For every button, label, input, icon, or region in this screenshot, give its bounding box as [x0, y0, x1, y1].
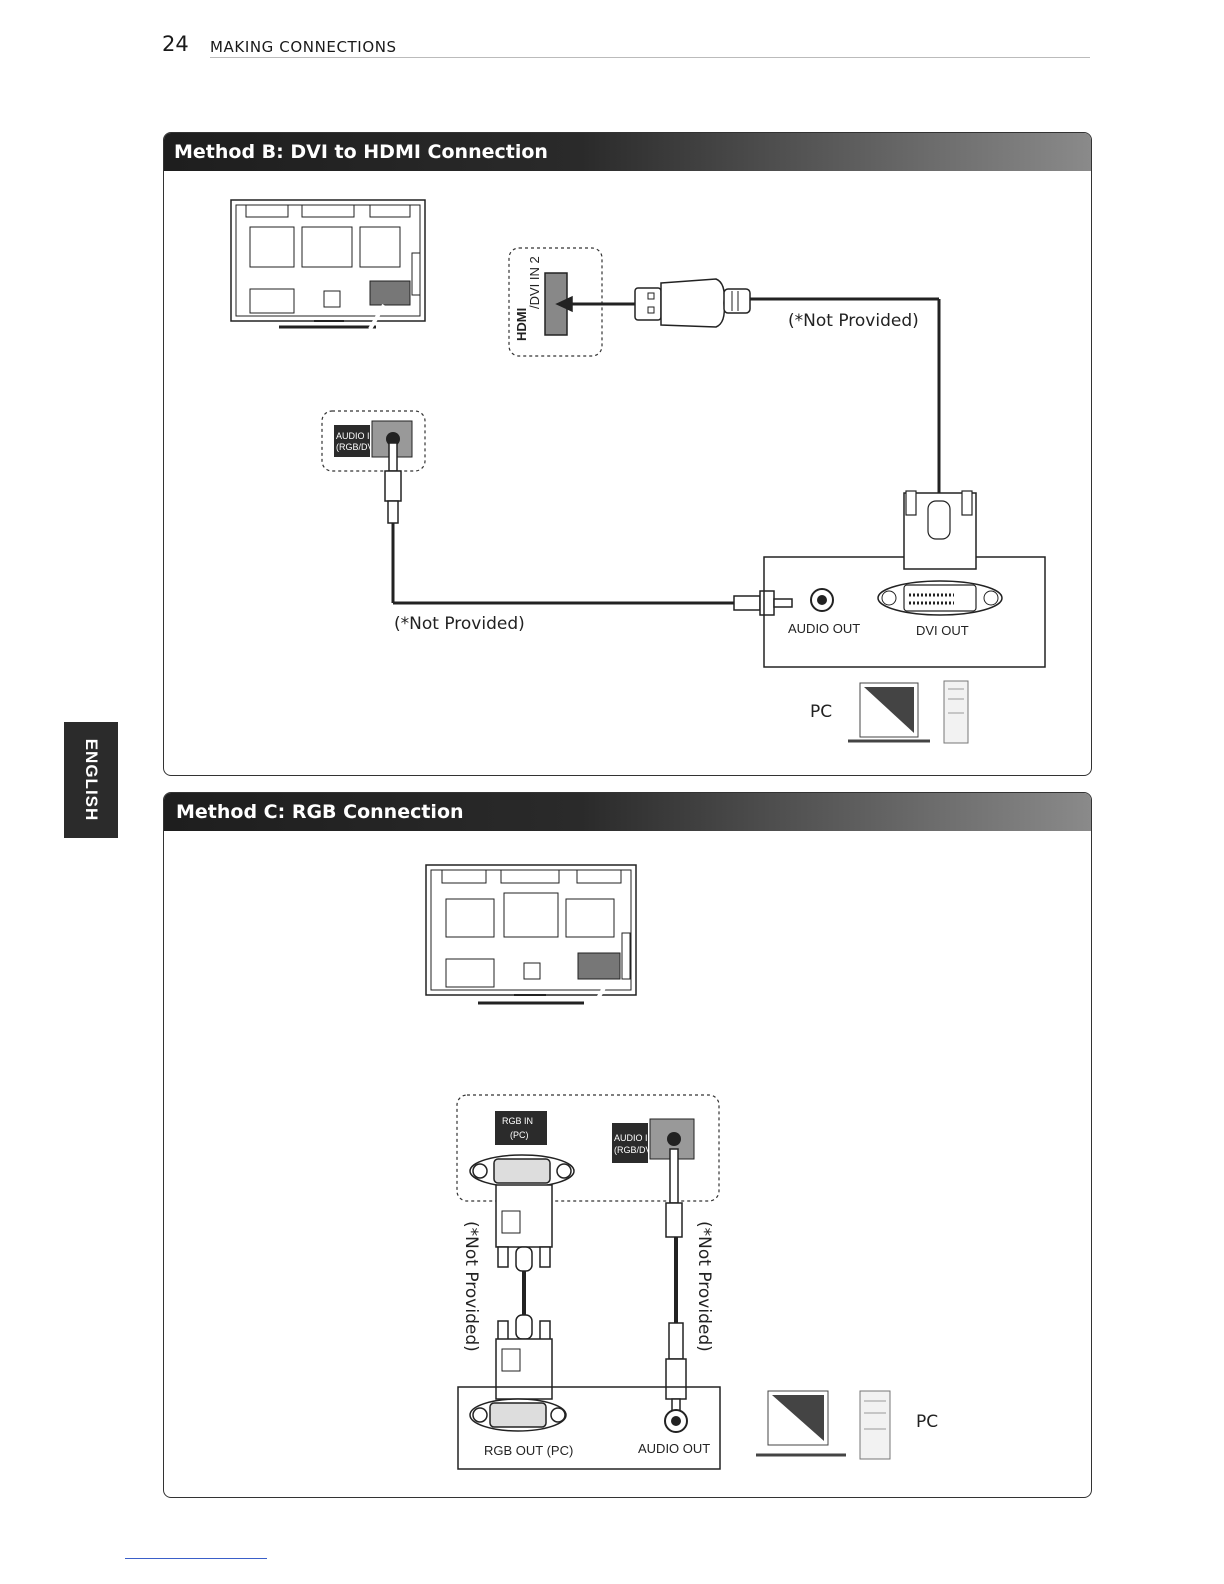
audio-out-label: AUDIO OUT	[638, 1441, 710, 1456]
tv-back-icon	[426, 865, 636, 1003]
page-header: 24 MAKING CONNECTIONS	[162, 30, 1090, 60]
laptop-icon	[756, 1391, 846, 1455]
tv-pointer	[370, 305, 384, 329]
rgb-out-label: RGB OUT (PC)	[484, 1443, 573, 1458]
section-title: MAKING CONNECTIONS	[210, 38, 397, 56]
audio-cable-icon	[666, 1149, 686, 1413]
hdmi-cable-note: (*Not Provided)	[788, 311, 919, 331]
hdmi-port-callout: HDMI /DVI IN 2	[509, 248, 602, 356]
language-tab: ENGLISH	[64, 722, 118, 838]
pc-label: PC	[916, 1412, 938, 1432]
method-c-panel: Method C: RGB Connection RGB IN (PC)	[163, 792, 1092, 1498]
hdmi-port-label: /DVI IN 2	[527, 256, 542, 309]
tv-pointer	[594, 981, 608, 1005]
pc-label: PC	[810, 702, 832, 722]
audio-cable-note: (*Not Provided)	[694, 1221, 714, 1352]
audio-in-callout: AUDIO IN (RGB/DVI)	[322, 411, 425, 471]
audio-cable-icon	[385, 443, 792, 615]
method-b-diagram: HDMI /DVI IN 2 (*Not Provided) AUDIO IN …	[164, 133, 1091, 775]
audio-cable-note: (*Not Provided)	[394, 614, 525, 634]
rgb-in-label-1: RGB IN	[502, 1116, 533, 1126]
rgb-in-label-2: (PC)	[510, 1130, 529, 1140]
desktop-tower-icon	[944, 681, 968, 743]
hdmi-logo: HDMI	[514, 308, 529, 341]
header-rule	[210, 57, 1090, 58]
rgb-cable-icon	[470, 1155, 574, 1431]
tv-back-icon	[231, 200, 425, 327]
method-c-diagram: RGB IN (PC) AUDIO IN (RGB/DVI)	[164, 793, 1091, 1497]
laptop-icon	[848, 683, 930, 741]
audio-in-label-1: AUDIO IN	[614, 1133, 654, 1143]
language-tab-label: ENGLISH	[81, 739, 101, 822]
rgb-cable-note: (*Not Provided)	[461, 1221, 481, 1352]
pc-back-panel: AUDIO OUT DVI OUT	[764, 491, 1045, 667]
page-number: 24	[162, 32, 189, 56]
dvi-out-label: DVI OUT	[916, 623, 969, 638]
method-b-panel: Method B: DVI to HDMI Connection HDMI	[163, 132, 1092, 776]
desktop-tower-icon	[860, 1391, 890, 1459]
footer-rule	[125, 1558, 267, 1559]
audio-in-label-1: AUDIO IN	[336, 431, 376, 441]
audio-out-label: AUDIO OUT	[788, 621, 860, 636]
